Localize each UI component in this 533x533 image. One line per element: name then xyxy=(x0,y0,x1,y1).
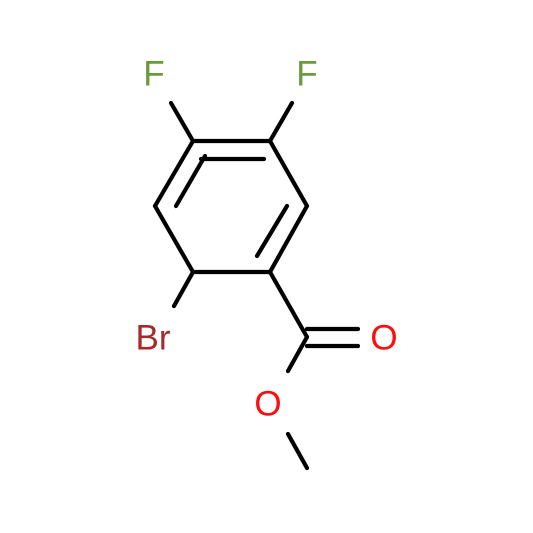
atom-label-carbonyl-oxygen: O xyxy=(370,319,397,358)
bond-c3-c4 xyxy=(267,203,310,275)
bond-ester-o-methyl xyxy=(285,431,310,471)
bond-c6-c1 xyxy=(152,138,196,209)
double-bond-inner-c6-c1 xyxy=(173,153,208,209)
atom-label-fluorine-2: F xyxy=(296,55,317,94)
bond-c5-c6 xyxy=(152,203,196,275)
bond-carbonyl-c-ester-o xyxy=(285,334,310,374)
benzene-ring xyxy=(152,138,310,275)
bond-c5-br xyxy=(171,269,196,309)
bond-c2-c3 xyxy=(267,138,310,209)
bond-c4-carbonyl-carbon xyxy=(267,269,310,340)
atom-label-bromine: Br xyxy=(136,319,171,358)
atom-label-ester-oxygen: O xyxy=(254,385,281,424)
bond-c2-f2 xyxy=(267,100,295,144)
double-bond-inner-c3-c4 xyxy=(254,203,290,259)
bond-c1-f1 xyxy=(168,100,196,144)
atom-label-fluorine-1: F xyxy=(143,55,164,94)
